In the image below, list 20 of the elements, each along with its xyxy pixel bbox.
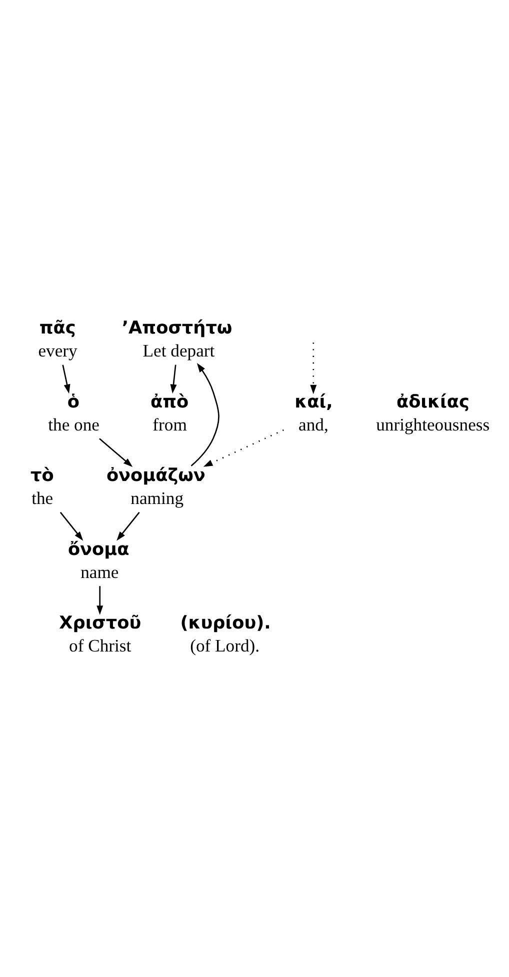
arrow: [170, 364, 177, 394]
node-text: ἀδικίας unrighteousness: [376, 392, 490, 434]
arrow: [60, 511, 84, 540]
node-text: ὁ the one: [48, 392, 100, 434]
node-text: ὄνομα name: [68, 539, 130, 582]
arrow: [310, 342, 317, 394]
node-text: καί, and,: [294, 392, 333, 434]
node-text: πᾶς every: [38, 318, 78, 360]
arrow: [190, 362, 220, 466]
arrow: [96, 586, 104, 614]
node-text: ’Αποστήτω Let depart: [122, 318, 232, 360]
arrow: [116, 511, 140, 540]
node-text: Χριστοῦ of Christ: [59, 613, 142, 656]
arrow: [99, 438, 133, 466]
arrow: [203, 428, 284, 466]
node-text: ἀπὸ from: [150, 392, 189, 434]
node-text: (κυρίου). (of Lord).: [180, 613, 271, 656]
node-text: τὸ the: [30, 466, 54, 508]
arrow: [62, 364, 70, 394]
node-text: ὀνομάζων naming: [106, 466, 206, 508]
